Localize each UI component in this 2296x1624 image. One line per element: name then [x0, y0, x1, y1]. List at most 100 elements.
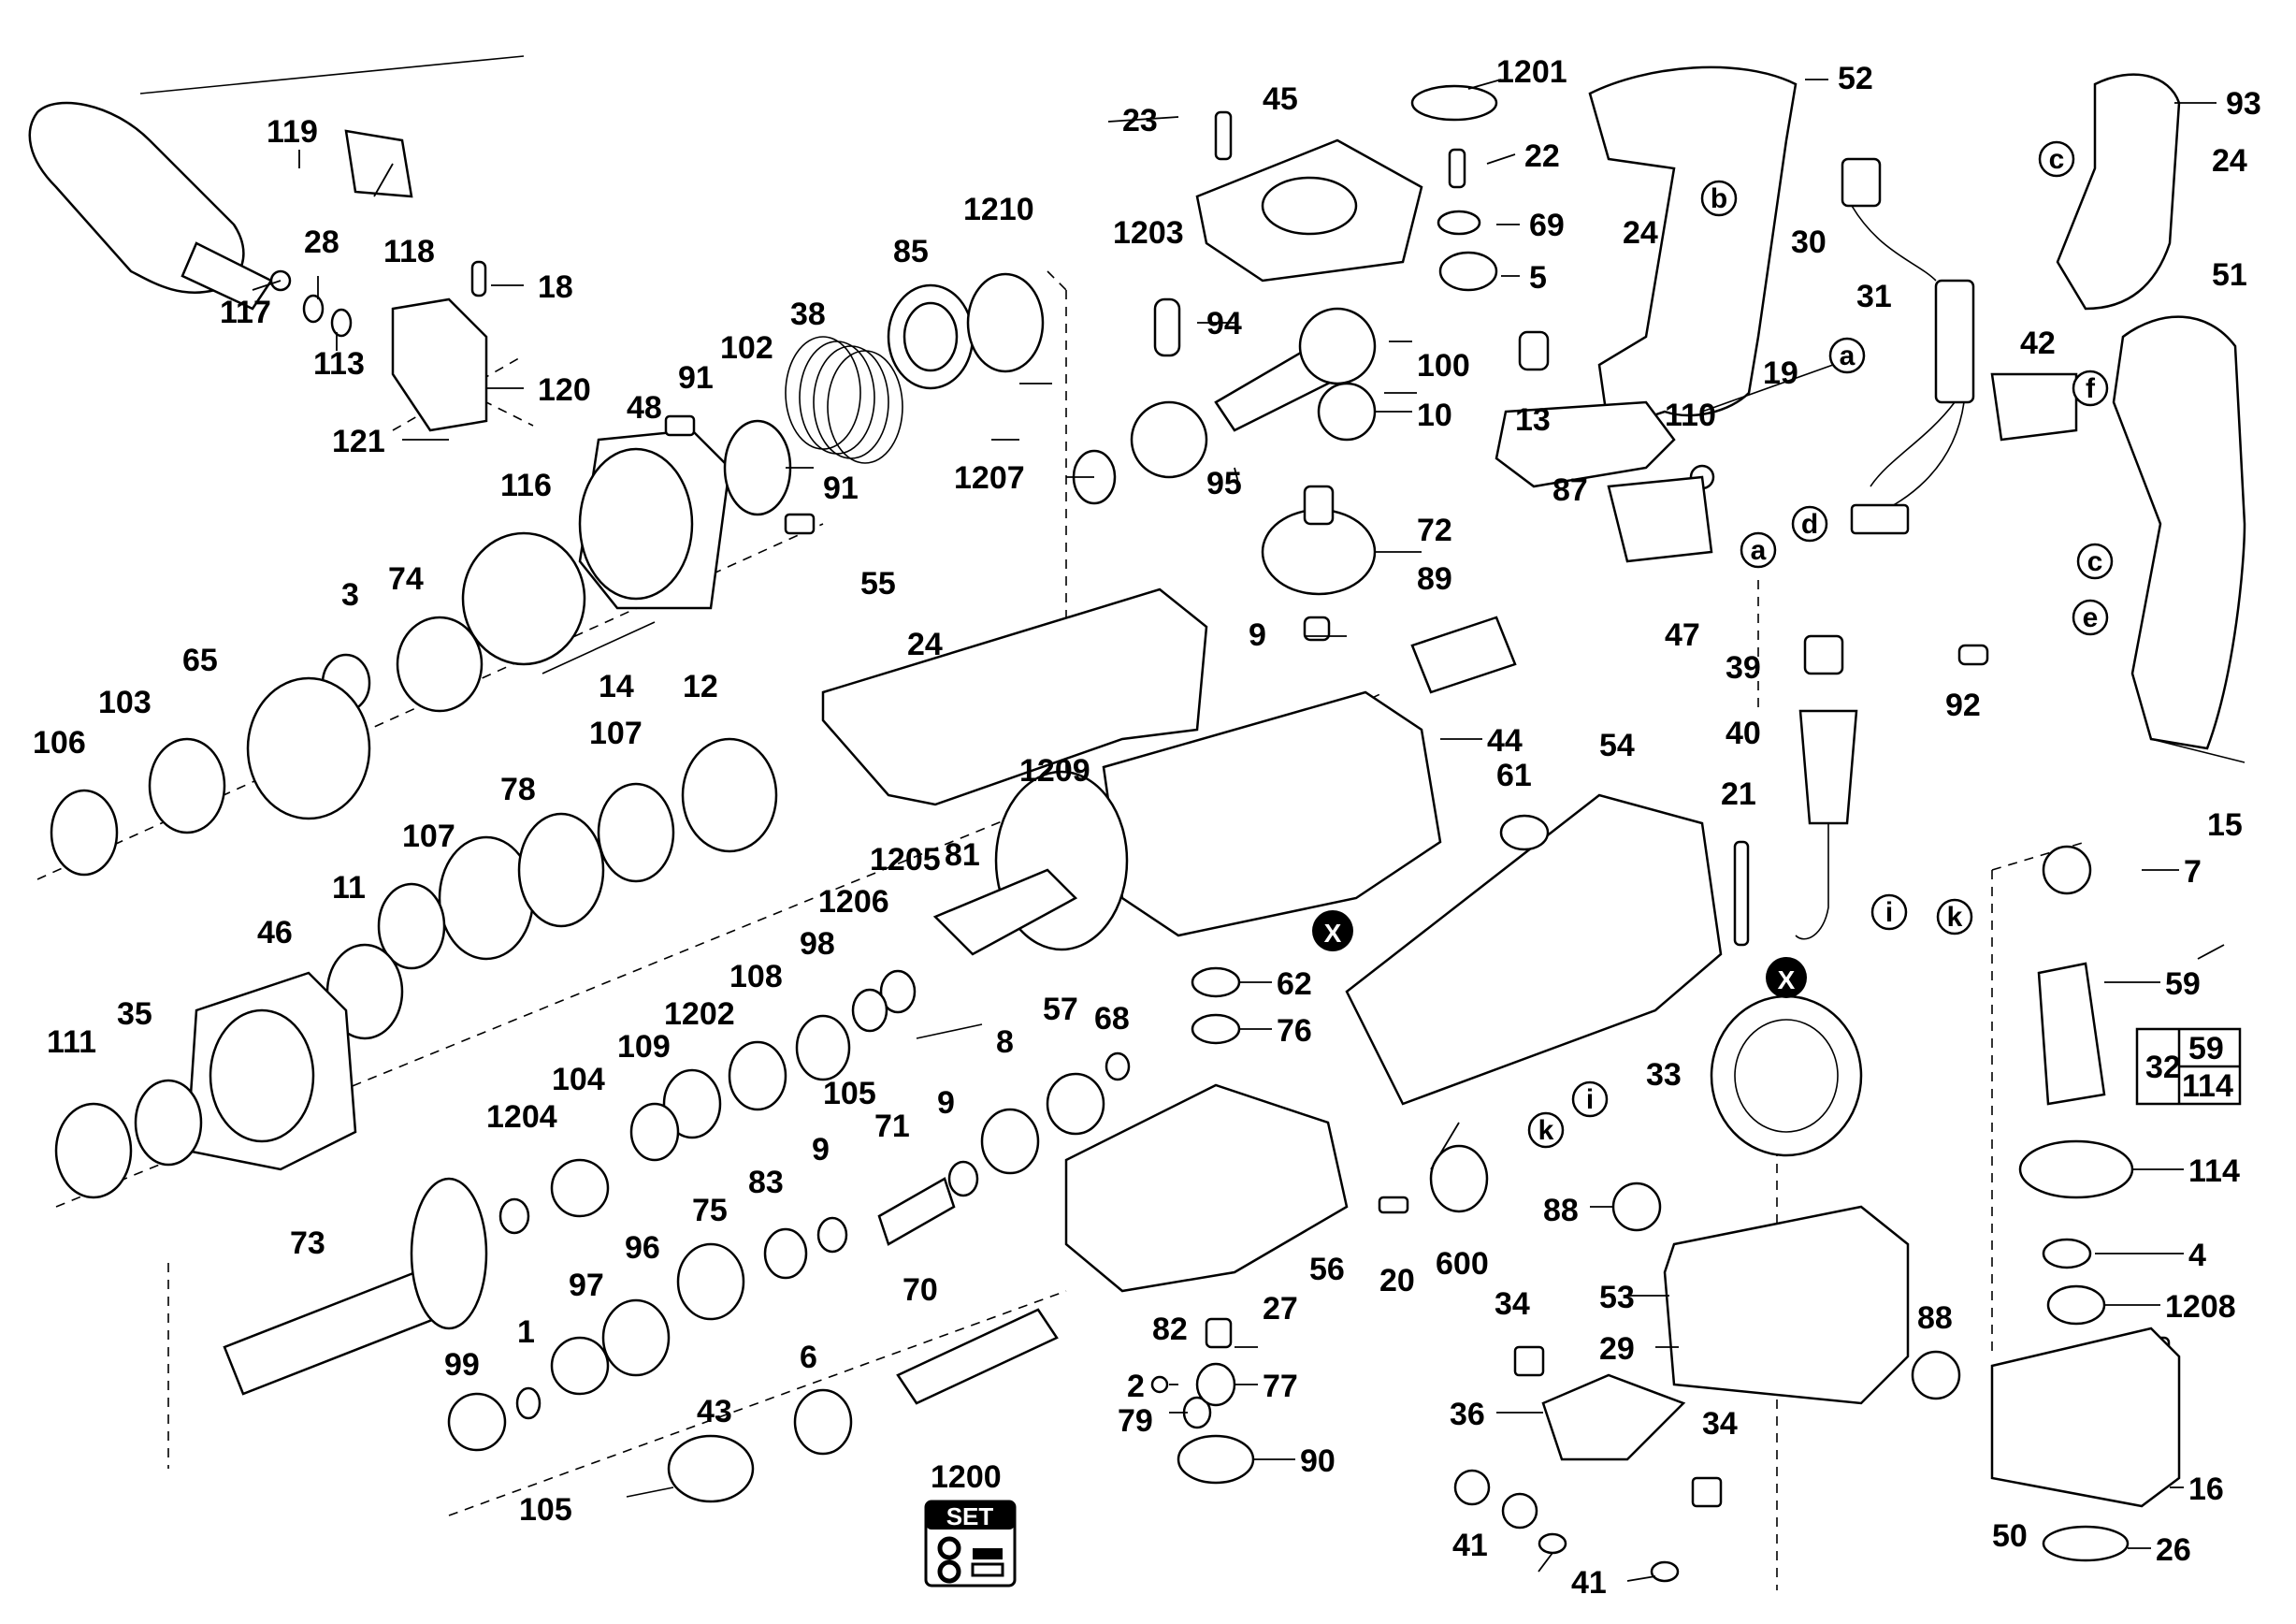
part-label: 91	[823, 471, 859, 506]
part-label: 1204	[486, 1099, 557, 1135]
part-label: 81	[945, 837, 980, 873]
part-label: 118	[383, 234, 435, 269]
ref-letter: a	[1751, 535, 1767, 566]
part-label: 27	[1263, 1291, 1298, 1327]
part-label: 98	[800, 926, 835, 962]
part-label: 108	[729, 959, 783, 994]
part-label: 47	[1665, 617, 1700, 653]
part-label: 42	[2020, 326, 2056, 361]
part-label: 1208	[2165, 1289, 2236, 1325]
part-label: 46	[257, 915, 293, 950]
x-marker: X	[1324, 919, 1342, 948]
part-label: 24	[1623, 215, 1658, 251]
part-label: 65	[182, 643, 218, 678]
part-label: 8	[996, 1024, 1014, 1060]
part-label: 113	[313, 346, 365, 382]
part-label: 33	[1646, 1057, 1682, 1093]
x-marker: X	[1778, 965, 1796, 994]
part-label: 44	[1487, 723, 1523, 759]
part-label: 23	[1122, 103, 1158, 138]
set-box-text: SET	[946, 1502, 994, 1530]
part-label: 55	[860, 566, 896, 602]
part-label: 30	[1791, 225, 1827, 260]
part-label: 31	[1856, 279, 1892, 314]
part-label: 99	[444, 1347, 480, 1383]
part-label: 103	[98, 685, 152, 720]
part-label: 36	[1450, 1397, 1485, 1432]
part-label: 56	[1309, 1252, 1345, 1287]
part-label: 105	[519, 1492, 572, 1528]
part-label: 61	[1496, 758, 1532, 793]
part-label: 57	[1043, 992, 1078, 1027]
inset-box-label: 32	[2145, 1050, 2181, 1085]
part-label: 9	[812, 1132, 830, 1167]
part-label: 1202	[664, 996, 735, 1032]
part-label: 53	[1599, 1280, 1635, 1315]
part-label: 73	[290, 1225, 325, 1261]
part-label: 102	[720, 330, 773, 366]
part-label: 105	[823, 1076, 876, 1111]
part-label: 1203	[1113, 215, 1184, 251]
part-label: 100	[1417, 348, 1470, 384]
part-label: 94	[1206, 306, 1242, 341]
ref-letter: k	[1538, 1115, 1554, 1146]
part-labels: 119 118 28 117 113 18 120 121 116 48 91 …	[33, 54, 2261, 1601]
part-label: 79	[1118, 1403, 1153, 1439]
inset-box-32: 32 59 114	[2135, 1027, 2242, 1106]
part-label: 3	[341, 577, 359, 613]
part-label: 15	[2207, 807, 2243, 843]
part-label: 121	[332, 424, 385, 459]
part-label: 41	[1452, 1528, 1488, 1563]
ref-letter: f	[2086, 373, 2096, 404]
part-label: 40	[1726, 716, 1761, 751]
part-label: 91	[678, 360, 714, 396]
part-label: 10	[1417, 398, 1452, 433]
part-label: 70	[903, 1272, 938, 1308]
inset-box-item: 59	[2188, 1031, 2224, 1066]
part-label: 1200	[931, 1459, 1002, 1495]
part-label: 75	[692, 1193, 728, 1228]
leader-lines	[252, 79, 2225, 1582]
part-label: 19	[1763, 355, 1798, 391]
part-label: 116	[500, 468, 552, 503]
part-label: 7	[2184, 854, 2202, 890]
part-label: 119	[267, 114, 318, 150]
part-label: 14	[599, 669, 634, 704]
part-label: 50	[1992, 1518, 2028, 1554]
part-label: 110	[1665, 398, 1716, 433]
part-label: 41	[1571, 1565, 1607, 1601]
part-label: 69	[1529, 208, 1565, 243]
part-label: 20	[1379, 1263, 1415, 1298]
part-label: 5	[1529, 260, 1547, 296]
part-label: 16	[2188, 1472, 2224, 1507]
part-label: 72	[1417, 513, 1452, 548]
part-label: 18	[538, 269, 573, 305]
part-label: 34	[1495, 1286, 1530, 1322]
part-label: 85	[893, 234, 929, 269]
part-label: 82	[1152, 1312, 1188, 1347]
set-box: SET	[924, 1500, 1017, 1588]
part-label: 111	[47, 1024, 96, 1060]
part-label: 6	[800, 1340, 817, 1375]
ref-letter: i	[1885, 897, 1893, 928]
part-label: 24	[2212, 143, 2247, 179]
ref-letter: c	[2087, 546, 2103, 577]
part-label: 1207	[954, 460, 1025, 496]
part-label: 28	[304, 225, 339, 260]
part-label: 77	[1263, 1369, 1298, 1404]
part-label: 45	[1263, 81, 1298, 117]
part-label: 9	[1249, 617, 1266, 653]
part-label: 1	[517, 1314, 535, 1350]
part-label: 22	[1524, 138, 1560, 174]
part-label: 34	[1702, 1406, 1738, 1442]
part-label: 600	[1436, 1246, 1489, 1282]
part-label: 43	[697, 1394, 732, 1429]
ref-letter: e	[2083, 602, 2099, 633]
part-drawings	[28, 55, 2246, 1583]
part-label: 26	[2156, 1532, 2191, 1568]
part-label: 4	[2188, 1238, 2206, 1273]
part-label: 59	[2165, 966, 2201, 1002]
part-label: 9	[937, 1085, 955, 1121]
part-label: 21	[1721, 776, 1756, 812]
